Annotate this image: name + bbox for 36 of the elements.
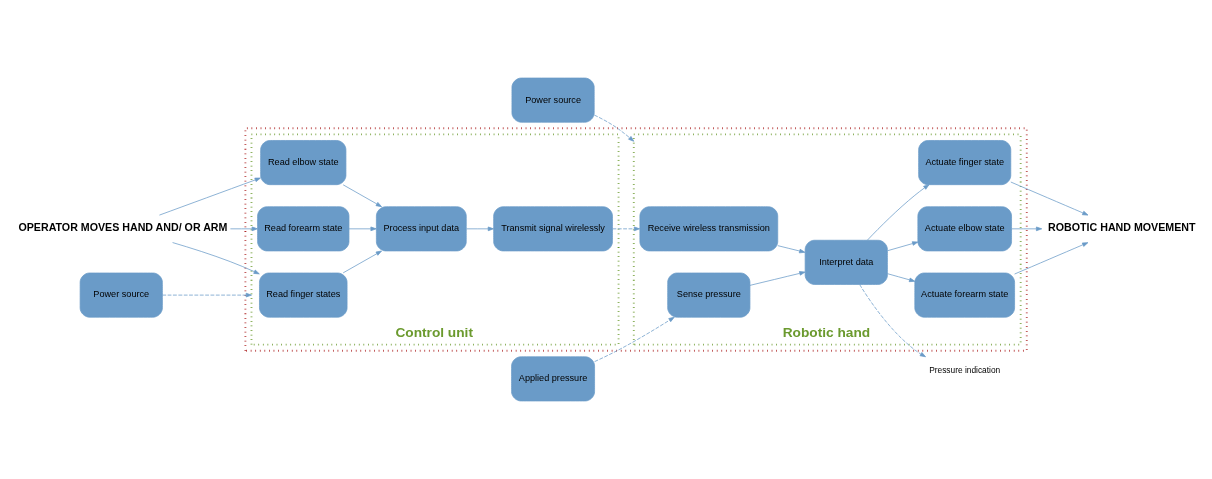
node-box: Actuate forearm state [914,272,1015,318]
arrow [593,114,635,142]
arrow [612,226,641,232]
arrow [749,271,806,286]
arrow [162,292,252,298]
node-box: Read forearm state [257,206,350,252]
node-text: ROBOTIC HAND MOVEMENT [1048,220,1196,233]
node-box: Actuate elbow state [917,206,1012,252]
node-box: Read finger states [259,272,348,318]
node-box: Applied pressure [511,356,595,402]
arrow [887,273,916,283]
node-box: Actuate finger state [918,140,1012,186]
arrow [172,242,260,275]
node-box: Interpret data [804,239,888,285]
arrow [348,226,377,232]
arrow [159,177,261,216]
arrow [230,226,258,232]
arrow [859,284,926,358]
arrow [342,184,382,208]
node-box: Transmit signal wirelessly [493,206,613,252]
arrow [1010,181,1089,216]
arrow [466,226,494,232]
arrow [1011,226,1043,232]
arrow [342,250,382,274]
node-box: Process input data [376,206,467,252]
node-box: Receive wireless transmission [639,206,779,252]
arrow [887,241,919,252]
node-text: OPERATOR MOVES HAND AND/ OR ARM [18,220,228,233]
node-box: Power source [79,272,163,318]
arrow [777,245,806,254]
arrow [867,184,930,241]
node-box: Sense pressure [667,272,751,318]
arrow [594,316,675,362]
node-text: Pressure indication [929,364,1001,375]
node-box: Read elbow state [260,140,347,186]
node-box: Power source [511,77,595,123]
